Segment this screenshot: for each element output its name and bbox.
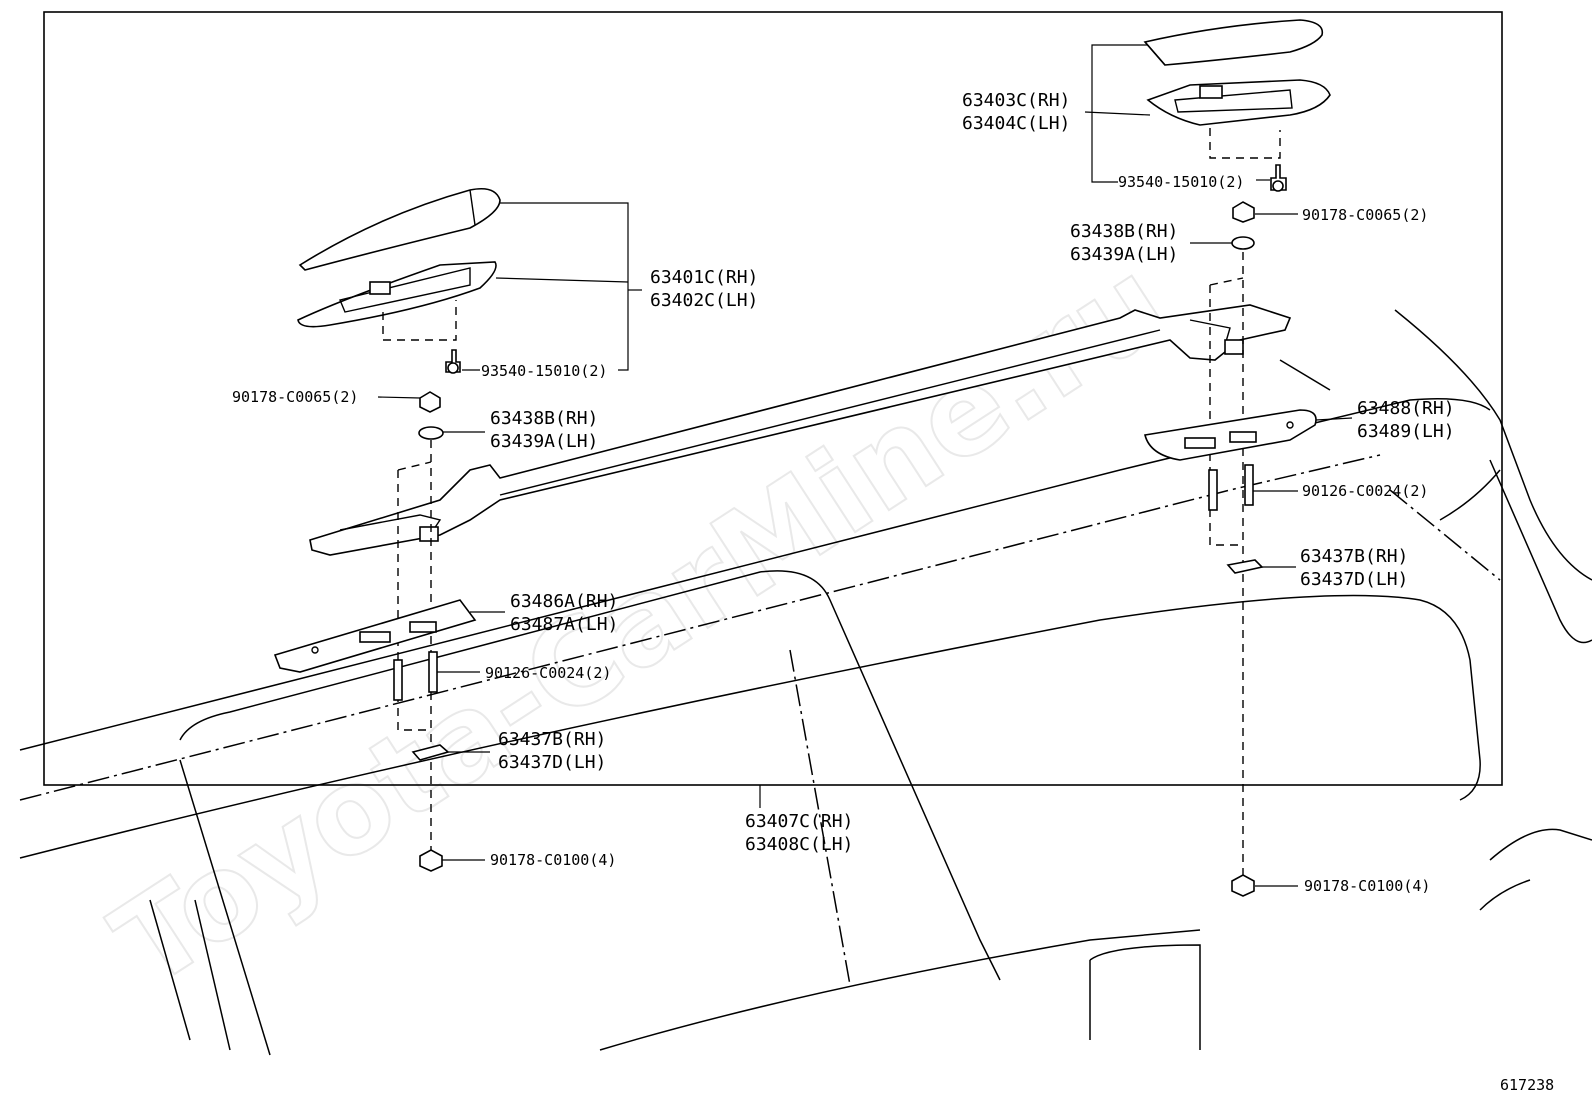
rear-cover-dash — [1209, 128, 1281, 159]
label-seal-front-rh: 63437B(RH) — [498, 729, 606, 750]
label-nut-bottom-rear: 90178-C0100(4) — [1304, 877, 1430, 895]
rear-studs — [1208, 464, 1254, 511]
rear-cover-lower — [1146, 79, 1331, 126]
rear-dash-left — [1209, 285, 1243, 546]
part-labels: 63401C(RH) 63402C(LH) 93540-15010(2) 901… — [232, 90, 1554, 1094]
rear-bottom-nut — [1231, 874, 1255, 897]
label-seal-rear-lh: 63437D(LH) — [1300, 569, 1408, 590]
label-stud-front: 90126-C0024(2) — [485, 664, 611, 682]
label-seal-front-lh: 63437D(LH) — [498, 752, 606, 773]
label-cover-front-lh: 63402C(LH) — [650, 290, 758, 311]
rear-seal — [1226, 559, 1264, 574]
front-pad — [273, 599, 477, 673]
label-screw-front: 93540-15010(2) — [481, 362, 607, 380]
label-rail-lh: 63408C(LH) — [745, 834, 853, 855]
front-cover-lower — [297, 261, 497, 328]
label-pad-front-rh: 63486A(RH) — [510, 591, 618, 612]
label-pad-front-lh: 63487A(LH) — [510, 614, 618, 635]
label-cover-front-rh: 63401C(RH) — [650, 267, 758, 288]
front-dash-left — [397, 470, 431, 731]
roof-rail — [309, 304, 1292, 556]
front-dash-top — [397, 461, 432, 471]
vehicle-body-outline — [19, 309, 1592, 1056]
front-screw — [445, 349, 461, 374]
front-washer — [418, 426, 444, 440]
detail-frame — [43, 11, 1503, 786]
label-washer-rear-rh: 63438B(RH) — [1070, 221, 1178, 242]
rear-washer — [1231, 236, 1255, 250]
front-cover-upper — [298, 187, 501, 271]
label-nut-bottom-front: 90178-C0100(4) — [490, 851, 616, 869]
label-cover-rear-rh: 63403C(RH) — [962, 90, 1070, 111]
label-seal-rear-rh: 63437B(RH) — [1300, 546, 1408, 567]
diagram-number: 617238 — [1500, 1076, 1554, 1094]
rear-pad — [1144, 409, 1317, 461]
label-stud-rear: 90126-C0024(2) — [1302, 482, 1428, 500]
leader-lines — [377, 44, 1353, 887]
label-screw-rear: 93540-15010(2) — [1118, 173, 1244, 191]
label-pad-rear-lh: 63489(LH) — [1357, 421, 1455, 442]
label-pad-rear-rh: 63488(RH) — [1357, 398, 1455, 419]
label-cover-rear-lh: 63404C(LH) — [962, 113, 1070, 134]
label-washer-front-lh: 63439A(LH) — [490, 431, 598, 452]
label-washer-rear-lh: 63439A(LH) — [1070, 244, 1178, 265]
rear-cover-upper — [1143, 19, 1324, 66]
label-washer-front-rh: 63438B(RH) — [490, 408, 598, 429]
front-nut — [419, 391, 441, 413]
rear-nut — [1232, 201, 1255, 223]
label-rail-rh: 63407C(RH) — [745, 811, 853, 832]
front-cover-dash — [382, 300, 457, 341]
label-nut-rear: 90178-C0065(2) — [1302, 206, 1428, 224]
rear-screw — [1270, 164, 1287, 192]
front-bottom-nut — [419, 849, 443, 872]
rear-dash-top — [1209, 277, 1244, 286]
label-nut-front: 90178-C0065(2) — [232, 388, 358, 406]
